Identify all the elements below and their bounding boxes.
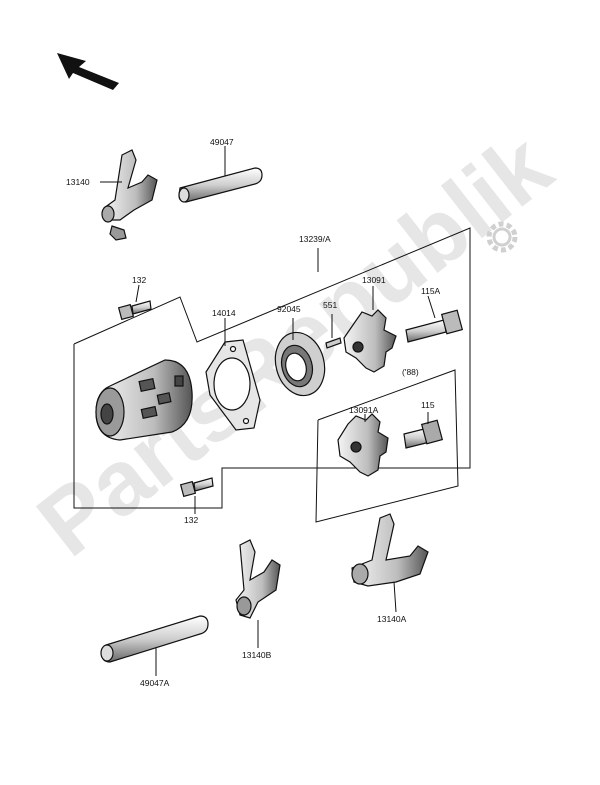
- shaft-49047A: [100, 615, 209, 676]
- label-13091A: 13091A: [349, 405, 379, 415]
- direction-arrow-icon: [57, 53, 119, 90]
- label-13091: 13091: [362, 275, 386, 285]
- bearing-92045: [274, 318, 326, 397]
- label-year-88: ('88): [402, 367, 419, 377]
- label-115: 115: [421, 400, 435, 410]
- label-13239A: 13239/A: [299, 234, 331, 244]
- label-49047A: 49047A: [140, 678, 170, 688]
- screw-115A: [405, 295, 464, 343]
- pin-551: [325, 314, 342, 349]
- fork-13140B: [235, 539, 281, 648]
- label-92045: 92045: [277, 304, 301, 314]
- label-49047: 49047: [210, 137, 234, 147]
- label-13140: 13140: [66, 177, 90, 187]
- fork-13140: [100, 149, 158, 241]
- gasket-14014: [205, 318, 261, 431]
- label-14014: 14014: [212, 308, 236, 318]
- label-132-upper: 132: [132, 275, 146, 285]
- fork-13140A: [351, 513, 429, 613]
- shaft-49047: [178, 146, 263, 203]
- label-115A: 115A: [421, 286, 441, 296]
- bolt-132-lower: [179, 477, 214, 514]
- star-plate-13091: [343, 286, 397, 373]
- label-13140A: 13140A: [377, 614, 407, 624]
- screw-115: [403, 412, 444, 449]
- shift-drum: [95, 359, 193, 441]
- gear-logo-icon: [486, 221, 518, 253]
- assembly-outline: [73, 227, 471, 523]
- label-132-lower: 132: [184, 515, 198, 525]
- star-plate-13091A: [337, 413, 389, 477]
- label-551: 551: [323, 300, 337, 310]
- bolt-132-upper: [117, 284, 152, 321]
- label-13140B: 13140B: [242, 650, 272, 660]
- callout-labels: 49047 13140 13239/A 132 14014 92045 551 …: [66, 137, 441, 688]
